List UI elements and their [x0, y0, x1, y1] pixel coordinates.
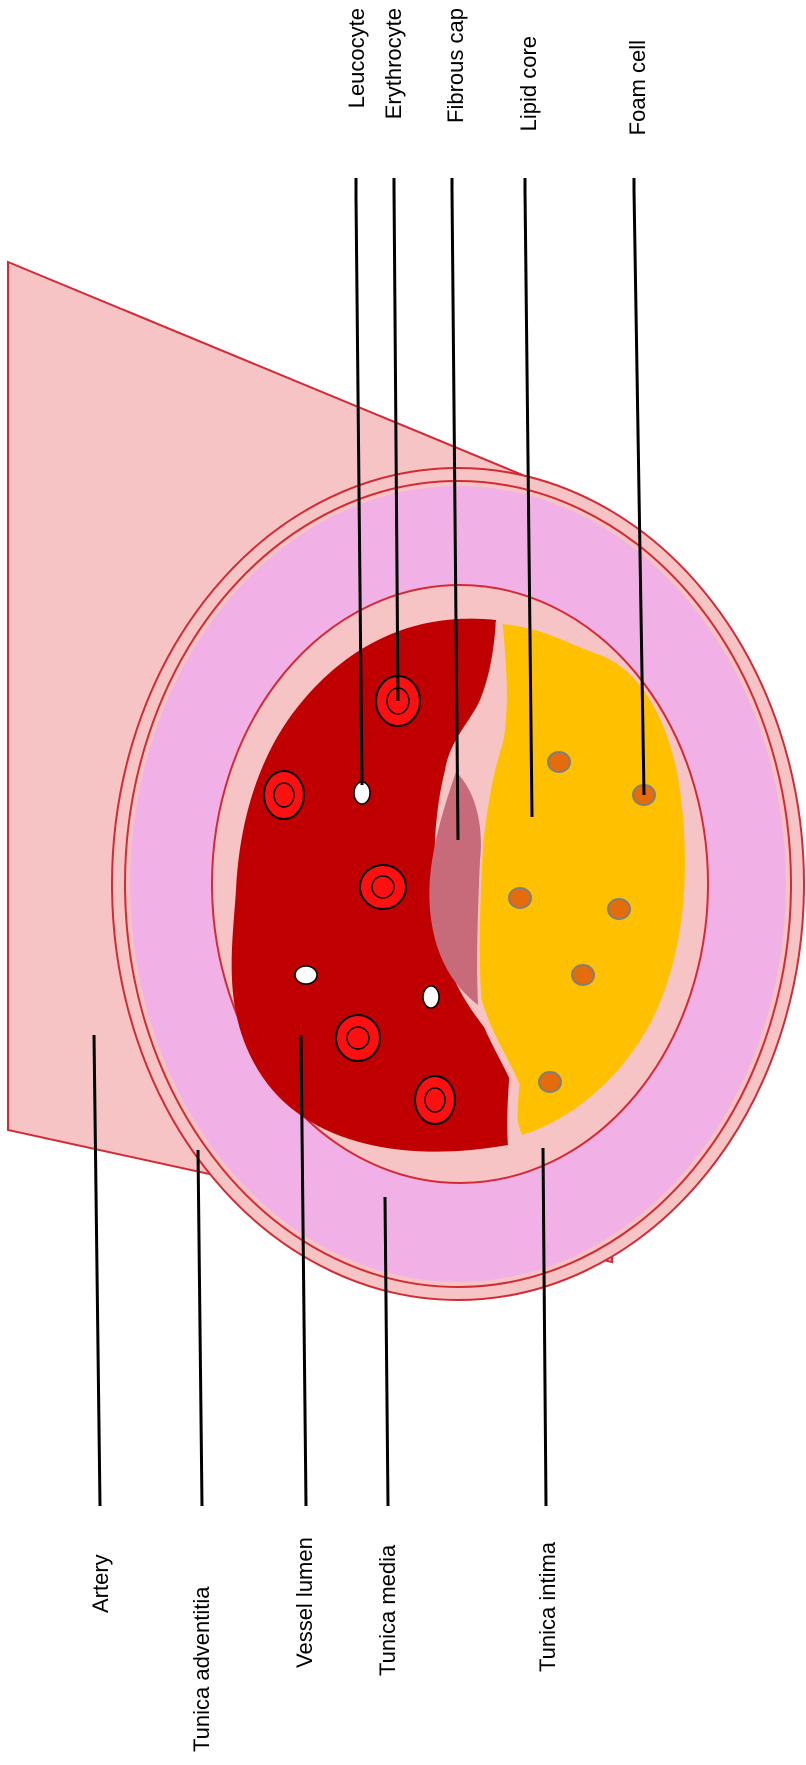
label-lipid-core: Lipid core: [516, 36, 541, 131]
erythrocyte: [336, 1015, 380, 1061]
top-labels: Leucocyte Erythrocyte Fibrous cap Lipid …: [344, 8, 650, 135]
label-leucocyte: Leucocyte: [344, 8, 369, 108]
foam-cell: [572, 965, 594, 985]
label-tunica-intima: Tunica intima: [535, 1541, 560, 1672]
erythrocyte: [360, 865, 406, 909]
leucocyte: [295, 966, 317, 984]
label-tunica-adventitia: Tunica adventitia: [189, 1586, 214, 1752]
leucocyte: [423, 986, 439, 1008]
label-vessel-lumen: Vessel lumen: [292, 1537, 317, 1668]
foam-cell: [608, 899, 630, 919]
label-tunica-media: Tunica media: [375, 1544, 400, 1676]
label-erythrocyte: Erythrocyte: [381, 8, 406, 119]
leader-tunica-adventitia: [198, 1150, 202, 1506]
label-foam-cell: Foam cell: [625, 40, 650, 135]
foam-cell: [548, 752, 570, 772]
erythrocyte: [415, 1076, 455, 1124]
bottom-labels: Artery Tunica adventitia Vessel lumen Tu…: [88, 1537, 560, 1752]
foam-cell: [539, 1072, 561, 1092]
label-fibrous-cap: Fibrous cap: [443, 8, 468, 123]
leucocyte: [354, 782, 370, 804]
erythrocyte: [264, 771, 304, 819]
foam-cell: [509, 888, 531, 908]
label-artery: Artery: [88, 1554, 113, 1613]
